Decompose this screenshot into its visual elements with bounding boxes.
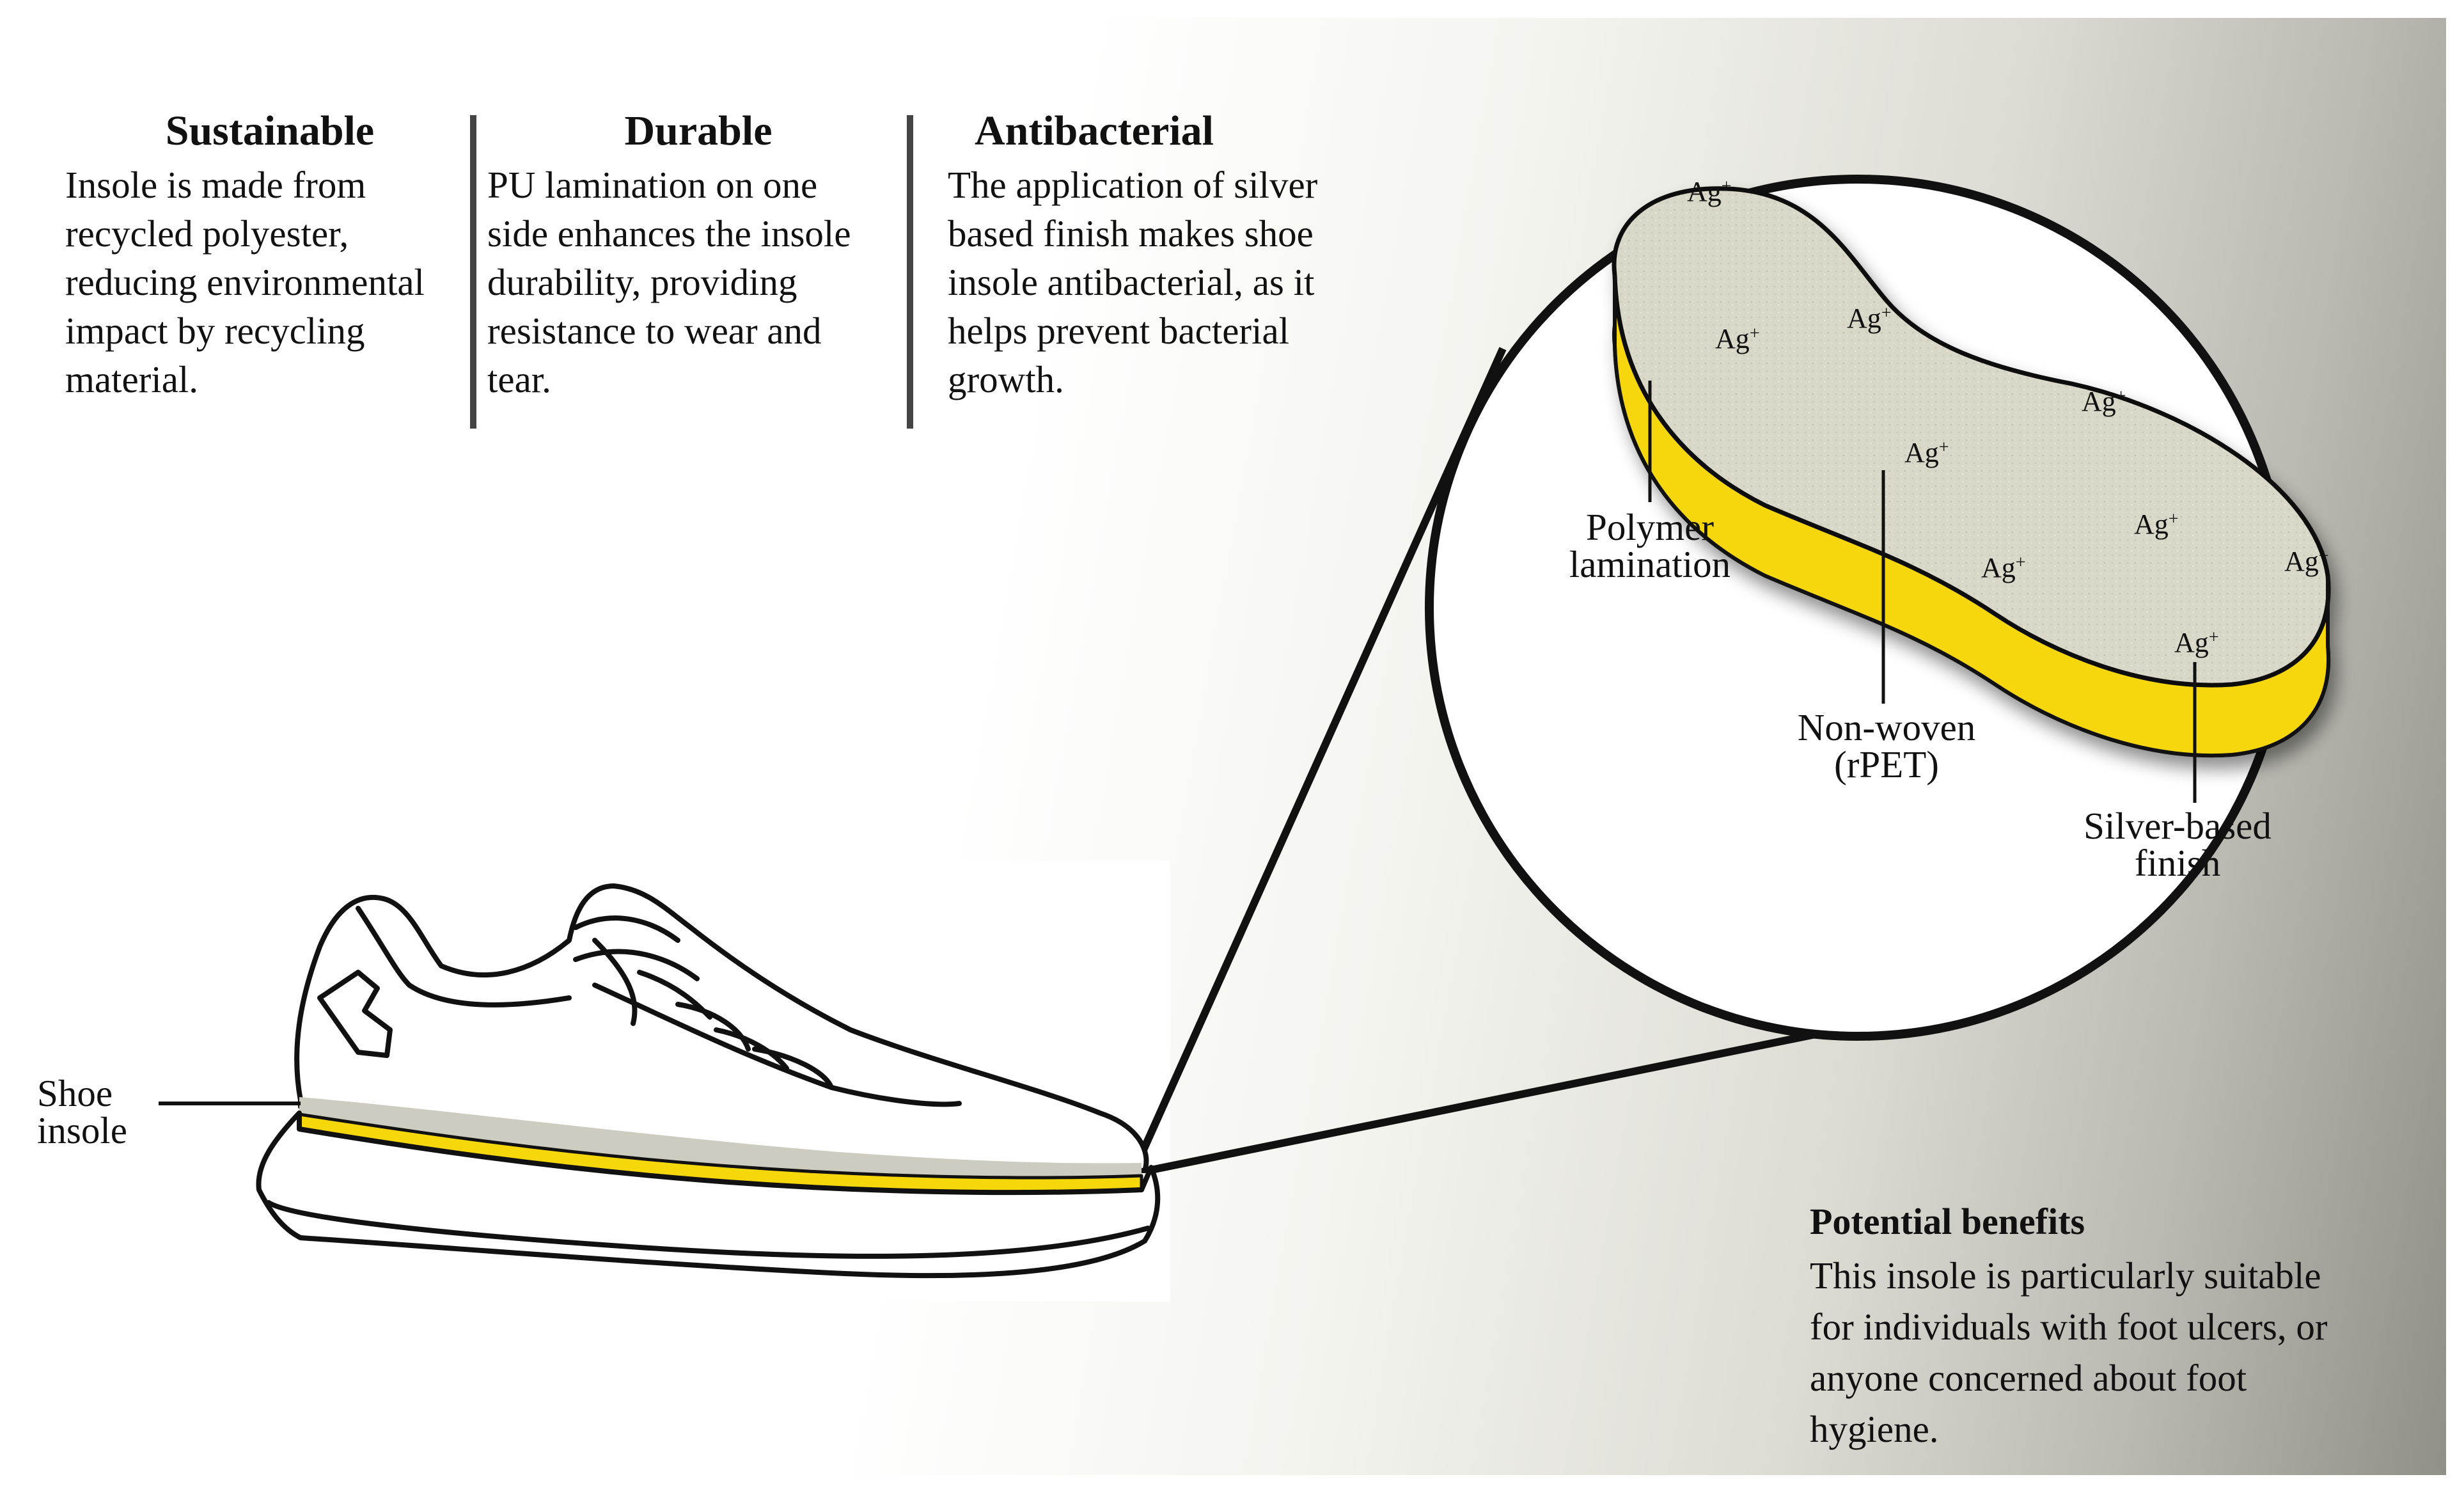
label-silver-finish: Silver-based finish: [2083, 805, 2272, 884]
silver-ion-marker: Ag+: [1847, 303, 1892, 334]
feature-text: PU lamination on one side enhances the i…: [487, 164, 851, 400]
insole-side-wall: [1615, 275, 2329, 756]
label-shoe-insole: Shoe insole: [37, 1072, 127, 1151]
lamination-outline: [1613, 275, 2331, 758]
silver-ion-marker: Ag+: [2284, 546, 2329, 577]
shoe: [256, 883, 1161, 1279]
benefits-title: Potential benefits: [1810, 1201, 2085, 1242]
feature-durable: Durable PU lamination on one side enhanc…: [487, 106, 909, 404]
zoom-line-lower: [1147, 1007, 1933, 1174]
silver-ion-marker: Ag+: [1904, 437, 1949, 468]
feature-text: The application of silver based finish m…: [948, 164, 1318, 400]
insole-3d: [1612, 186, 2331, 758]
eyestay: [592, 983, 962, 1107]
silver-ion-marker: Ag+: [2082, 386, 2126, 417]
benefits-block: Potential benefits This insole is partic…: [1810, 1196, 2398, 1455]
silver-ion-marker: Ag+: [1715, 323, 1760, 354]
feature-sustainable: Sustainable Insole is made from recycled…: [65, 106, 475, 404]
column-divider: [470, 115, 476, 429]
column-divider: [907, 115, 913, 429]
zoom-line-upper: [1133, 347, 1507, 1166]
feature-antibacterial: Antibacterial The application of silver …: [948, 106, 1395, 404]
laces: [573, 915, 834, 1090]
feature-text: Insole is made from recycled polyester, …: [65, 164, 425, 400]
feature-title: Durable: [624, 107, 773, 154]
outsole-line: [266, 1200, 1150, 1259]
silver-ion-marker: Ag+: [1981, 552, 2026, 583]
feature-title: Antibacterial: [975, 107, 1214, 154]
silver-ion-marker: Ag+: [2174, 627, 2219, 658]
feature-title: Sustainable: [165, 107, 375, 154]
label-non-woven: Non-woven (rPET): [1797, 706, 1976, 786]
benefits-text: This insole is particularly suitable for…: [1810, 1254, 2328, 1450]
silver-ion-marker: Ag+: [1687, 176, 1732, 207]
heel-tab: [317, 970, 393, 1058]
collar-line: [356, 906, 572, 1007]
silver-ion-marker: Ag+: [2134, 509, 2179, 540]
label-polymer-lamination: Polymer lamination: [1569, 506, 1731, 585]
